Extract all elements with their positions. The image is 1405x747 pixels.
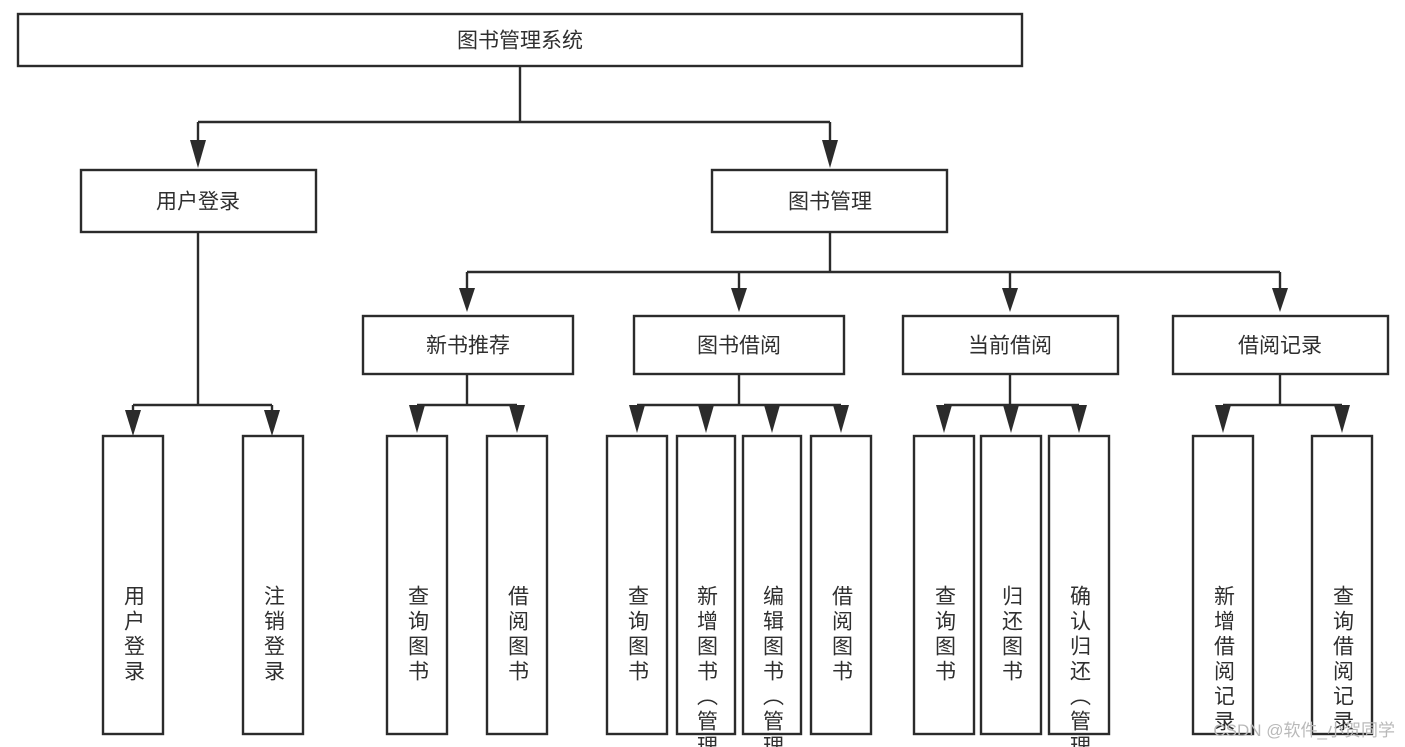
node-leaf-add-book-label: 新增图书（管理员） [695, 585, 719, 747]
node-user-login[interactable]: 用户登录 [79, 168, 318, 234]
arrow-head-leaf-borrow-book-1 [509, 405, 525, 433]
connector-group-new-book-recommend [409, 374, 525, 433]
node-leaf-query-book-3-label: 查询图书 [933, 585, 957, 685]
node-leaf-add-record-label: 新增借阅记录 [1212, 585, 1236, 735]
arrow-head-leaf-add-record [1215, 405, 1231, 433]
node-leaf-borrow-book-1-label: 借阅图书 [506, 585, 530, 685]
arrow-head-leaf-query-book-1 [409, 405, 425, 433]
arrow-head-leaf-query-book-3 [936, 405, 952, 433]
node-root[interactable]: 图书管理系统 [16, 12, 1024, 68]
node-leaf-logout-login-box[interactable] [241, 434, 305, 736]
node-borrow-record-label: 借阅记录 [1238, 335, 1322, 358]
arrow-head-leaf-add-book [698, 405, 714, 433]
node-leaf-borrow-book-2-label: 借阅图书 [830, 585, 854, 685]
node-leaf-borrow-book-2[interactable]: 借阅图书 [809, 434, 873, 736]
node-new-book-recommend-box[interactable] [361, 314, 575, 376]
arrow-head-book-manage [822, 140, 838, 168]
node-leaf-query-record-label: 查询借阅记录 [1331, 585, 1355, 735]
node-leaf-add-book-box[interactable] [675, 434, 737, 736]
node-current-borrow[interactable]: 当前借阅 [901, 314, 1120, 376]
node-leaf-edit-book-label: 编辑图书（管理员） [761, 585, 785, 747]
arrow-head-leaf-logout-login [264, 410, 280, 436]
node-book-borrow-label: 图书借阅 [697, 335, 781, 358]
node-leaf-query-book-1-box[interactable] [385, 434, 449, 736]
node-leaf-borrow-book-1[interactable]: 借阅图书 [485, 434, 549, 736]
node-leaf-query-book-1[interactable]: 查询图书 [385, 434, 449, 736]
node-leaf-add-record-box[interactable] [1191, 434, 1255, 736]
node-book-borrow[interactable]: 图书借阅 [632, 314, 846, 376]
arrow-head-leaf-query-book-2 [629, 405, 645, 433]
node-new-book-recommend[interactable]: 新书推荐 [361, 314, 575, 376]
connector-group-book-borrow [629, 374, 849, 433]
node-leaf-query-book-3[interactable]: 查询图书 [912, 434, 976, 736]
node-leaf-confirm-return-box[interactable] [1047, 434, 1111, 736]
arrow-head-leaf-query-record [1334, 405, 1350, 433]
node-leaf-user-login-label: 用户登录 [122, 585, 146, 685]
arrow-head-user-login [190, 140, 206, 168]
arrow-head-leaf-confirm-return [1071, 405, 1087, 433]
node-user-login-box[interactable] [79, 168, 318, 234]
node-leaf-edit-book-box[interactable] [741, 434, 803, 736]
node-leaf-return-book-label: 归还图书 [1000, 585, 1024, 685]
node-leaf-confirm-return-label: 确认归还（管理员） [1068, 585, 1092, 747]
node-leaf-logout-login[interactable]: 注销登录 [241, 434, 305, 736]
arrow-head-leaf-borrow-book-2 [833, 405, 849, 433]
node-book-manage-label: 图书管理 [788, 191, 872, 214]
node-user-login-label: 用户登录 [156, 191, 240, 214]
node-current-borrow-box[interactable] [901, 314, 1120, 376]
node-leaf-edit-book[interactable]: 编辑图书（管理员） [741, 434, 803, 747]
connector-group-user-login [125, 232, 280, 436]
node-leaf-confirm-return[interactable]: 确认归还（管理员） [1047, 434, 1111, 747]
node-leaf-query-book-2-label: 查询图书 [626, 585, 650, 685]
arrow-head-borrow-record [1272, 288, 1288, 312]
arrow-head-current-borrow [1002, 288, 1018, 312]
node-leaf-query-book-3-box[interactable] [912, 434, 976, 736]
node-leaf-query-book-2-box[interactable] [605, 434, 669, 736]
node-root-label: 图书管理系统 [457, 30, 583, 53]
arrow-head-book-borrow [731, 288, 747, 312]
connector-group-root [190, 66, 838, 168]
node-leaf-user-login[interactable]: 用户登录 [101, 434, 165, 736]
node-borrow-record-box[interactable] [1171, 314, 1390, 376]
node-leaf-add-record[interactable]: 新增借阅记录 [1191, 434, 1255, 736]
node-leaf-logout-login-label: 注销登录 [262, 585, 286, 685]
node-leaf-user-login-box[interactable] [101, 434, 165, 736]
arrow-head-new-book-recommend [459, 288, 475, 312]
node-leaf-query-record[interactable]: 查询借阅记录 [1310, 434, 1374, 736]
node-book-manage[interactable]: 图书管理 [710, 168, 949, 234]
connector-group-book-manage [459, 232, 1288, 312]
node-root-box[interactable] [16, 12, 1024, 68]
node-book-borrow-box[interactable] [632, 314, 846, 376]
node-leaf-return-book-box[interactable] [979, 434, 1043, 736]
node-leaf-query-book-1-label: 查询图书 [406, 585, 430, 685]
node-leaf-borrow-book-2-box[interactable] [809, 434, 873, 736]
node-borrow-record[interactable]: 借阅记录 [1171, 314, 1390, 376]
node-leaf-query-book-2[interactable]: 查询图书 [605, 434, 669, 736]
node-new-book-recommend-label: 新书推荐 [426, 335, 510, 358]
node-current-borrow-label: 当前借阅 [968, 335, 1052, 358]
node-book-manage-box[interactable] [710, 168, 949, 234]
node-leaf-return-book[interactable]: 归还图书 [979, 434, 1043, 736]
node-leaf-query-record-box[interactable] [1310, 434, 1374, 736]
arrow-head-leaf-return-book [1003, 405, 1019, 433]
node-leaf-borrow-book-1-box[interactable] [485, 434, 549, 736]
csdn-watermark: CSDN @软件_小贺同学 [1213, 721, 1395, 740]
node-leaf-add-book[interactable]: 新增图书（管理员） [675, 434, 737, 747]
arrow-head-leaf-edit-book [764, 405, 780, 433]
arrow-head-leaf-user-login [125, 410, 141, 436]
connector-group-borrow-record [1215, 374, 1350, 433]
connector-group-current-borrow [936, 374, 1087, 433]
